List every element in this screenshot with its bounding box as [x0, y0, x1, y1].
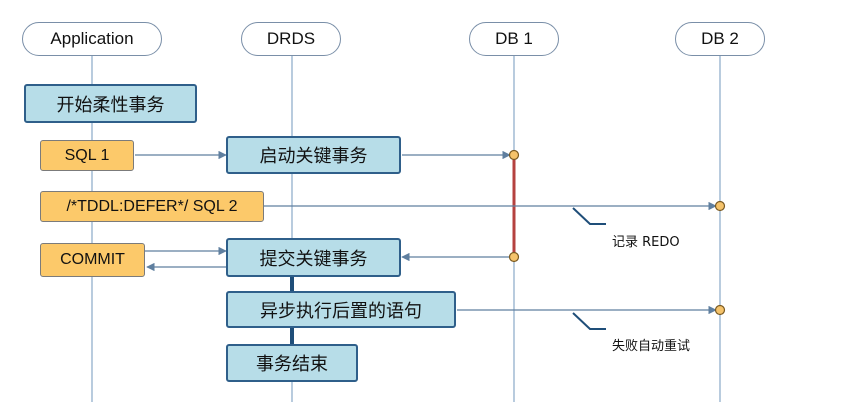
- db2-endpoint-dot: [714, 200, 726, 212]
- participant-db2: DB 2: [675, 22, 765, 56]
- step-deferred-sql2: /*TDDL:DEFER*/ SQL 2: [40, 191, 264, 222]
- step-transaction-end: 事务结束: [226, 344, 358, 382]
- participant-db1: DB 1: [469, 22, 559, 56]
- note-retry-on-failure: 失败自动重试: [612, 339, 691, 354]
- db1-endpoint-dot: [508, 251, 520, 263]
- step-commit: COMMIT: [40, 243, 145, 277]
- step-start-key-transaction: 启动关键事务: [226, 136, 401, 174]
- participant-drds: DRDS: [241, 22, 341, 56]
- step-async-execute-deferred: 异步执行后置的语句: [226, 291, 456, 328]
- note-leader-redo: [572, 207, 606, 225]
- step-commit-key-transaction: 提交关键事务: [226, 238, 401, 277]
- note-leader-retry: [572, 312, 606, 330]
- step-start-flexible-transaction: 开始柔性事务: [24, 84, 197, 123]
- db1-endpoint-dot: [508, 149, 520, 161]
- step-sql1: SQL 1: [40, 140, 134, 171]
- db2-endpoint-dot: [714, 304, 726, 316]
- participant-application: Application: [22, 22, 162, 56]
- note-record-redo: 记录 REDO: [612, 235, 680, 250]
